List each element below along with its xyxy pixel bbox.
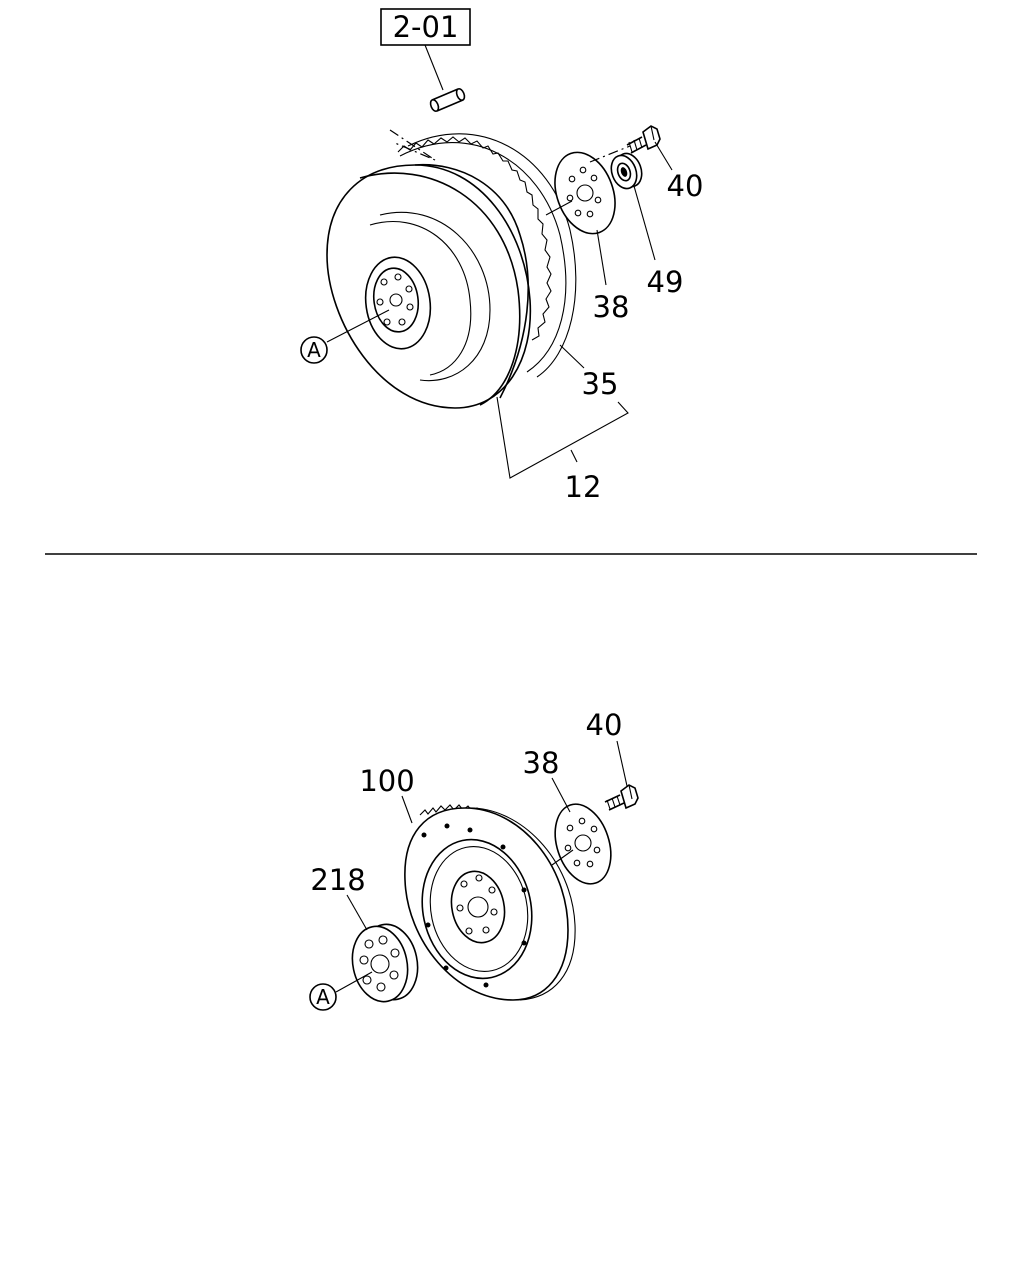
callout-100: 100 bbox=[359, 764, 414, 798]
marker-a-bottom-label: A bbox=[316, 985, 330, 1009]
ring-gear bbox=[397, 133, 577, 378]
callout-35: 35 bbox=[582, 367, 619, 401]
top-assembly: 2-01 bbox=[300, 8, 704, 504]
callout-49: 49 bbox=[647, 265, 684, 299]
marker-a-top: A bbox=[300, 336, 328, 364]
pulley bbox=[351, 923, 419, 1003]
callout-40-bottom: 40 bbox=[586, 708, 623, 742]
callout-12: 12 bbox=[565, 470, 602, 504]
reference-box: 2-01 bbox=[380, 8, 471, 46]
plate-top bbox=[554, 151, 616, 235]
reference-box-label: 2-01 bbox=[393, 10, 459, 44]
marker-a-top-label: A bbox=[307, 338, 321, 362]
dowel-pin bbox=[429, 87, 466, 113]
callout-40-top: 40 bbox=[667, 169, 704, 203]
flywheel bbox=[404, 804, 576, 1001]
flywheel-assembly bbox=[326, 133, 577, 409]
callout-38-bottom: 38 bbox=[523, 746, 560, 780]
plate-bottom bbox=[554, 803, 612, 885]
bottom-assembly: 40 38 100 218 A bbox=[309, 708, 639, 1011]
callout-218: 218 bbox=[310, 863, 365, 897]
bearing bbox=[610, 152, 643, 190]
callout-38-top: 38 bbox=[593, 290, 630, 324]
marker-a-bottom: A bbox=[309, 983, 337, 1011]
bolt-bottom bbox=[604, 784, 639, 811]
bolt-top bbox=[626, 125, 661, 154]
